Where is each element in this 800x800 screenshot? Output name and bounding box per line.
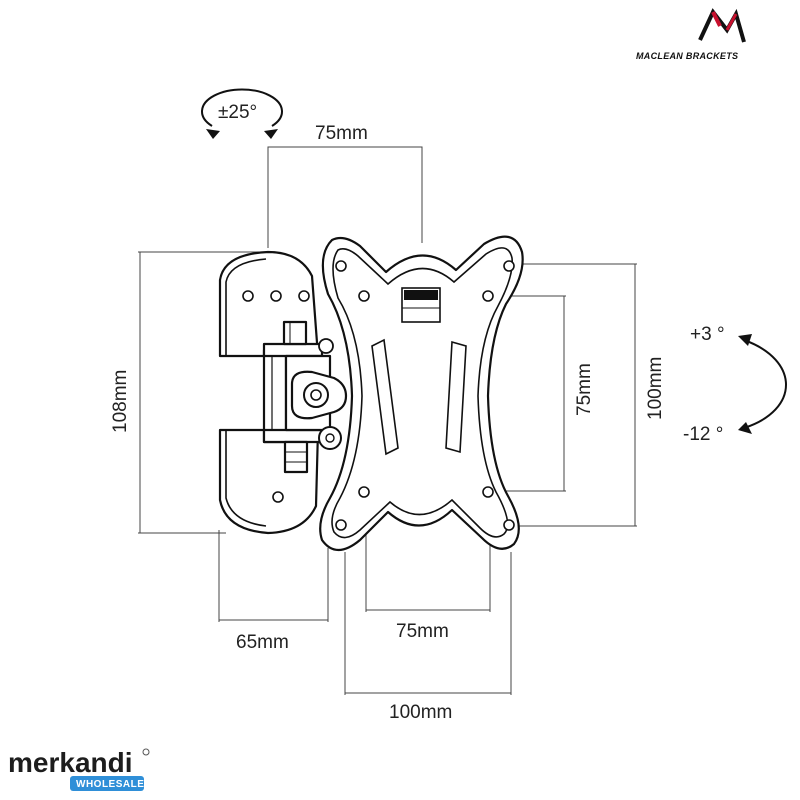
tilt-knob — [290, 370, 348, 420]
brand-name: MACLEAN BRACKETS — [636, 51, 738, 61]
vesa-small-horizontal-label: 75mm — [396, 621, 449, 642]
tilt-arrowhead-up-icon — [738, 334, 752, 346]
tilt-arrowhead-down-icon — [738, 422, 752, 434]
registered-icon — [142, 748, 150, 756]
maclean-logo: MACLEAN BRACKETS — [636, 8, 746, 61]
tilt-up-label: +3 ° — [690, 324, 725, 345]
merkandi-watermark: merkandi WHOLESALE — [8, 747, 150, 791]
height-label: 108mm — [110, 370, 131, 433]
tilt-indicator: +3 ° -12 ° — [683, 324, 787, 445]
dimension-lines — [138, 146, 637, 695]
wall-hole — [272, 491, 284, 503]
swivel-arrowhead-right-icon — [264, 129, 278, 139]
swivel-indicator: ±25° — [201, 88, 283, 139]
wall-hole — [298, 290, 310, 302]
vesa-small-vertical-label: 75mm — [574, 363, 595, 416]
tilt-arrow-icon — [743, 339, 787, 429]
dimension-labels: 75mm 108mm 65mm 75mm 100mm 75mm 100mm — [110, 123, 666, 723]
vesa-large-horizontal-label: 100mm — [389, 702, 452, 723]
swivel-angle-label: ±25° — [218, 102, 257, 123]
tilt-down-label: -12 ° — [683, 424, 723, 445]
wall-hole — [242, 290, 254, 302]
swivel-arrow-icon — [201, 88, 283, 127]
arm-width-label: 75mm — [315, 123, 368, 144]
vesa-plate — [318, 235, 524, 552]
depth-label: 65mm — [236, 632, 289, 653]
wholesale-tag — [70, 776, 144, 791]
maclean-m-mark — [698, 8, 746, 43]
swivel-arrowhead-left-icon — [206, 129, 220, 139]
wall-hole — [270, 290, 282, 302]
watermark-tag: WHOLESALE — [76, 779, 144, 790]
vesa-large-vertical-label: 100mm — [645, 357, 666, 420]
watermark-name: merkandi — [8, 747, 133, 778]
